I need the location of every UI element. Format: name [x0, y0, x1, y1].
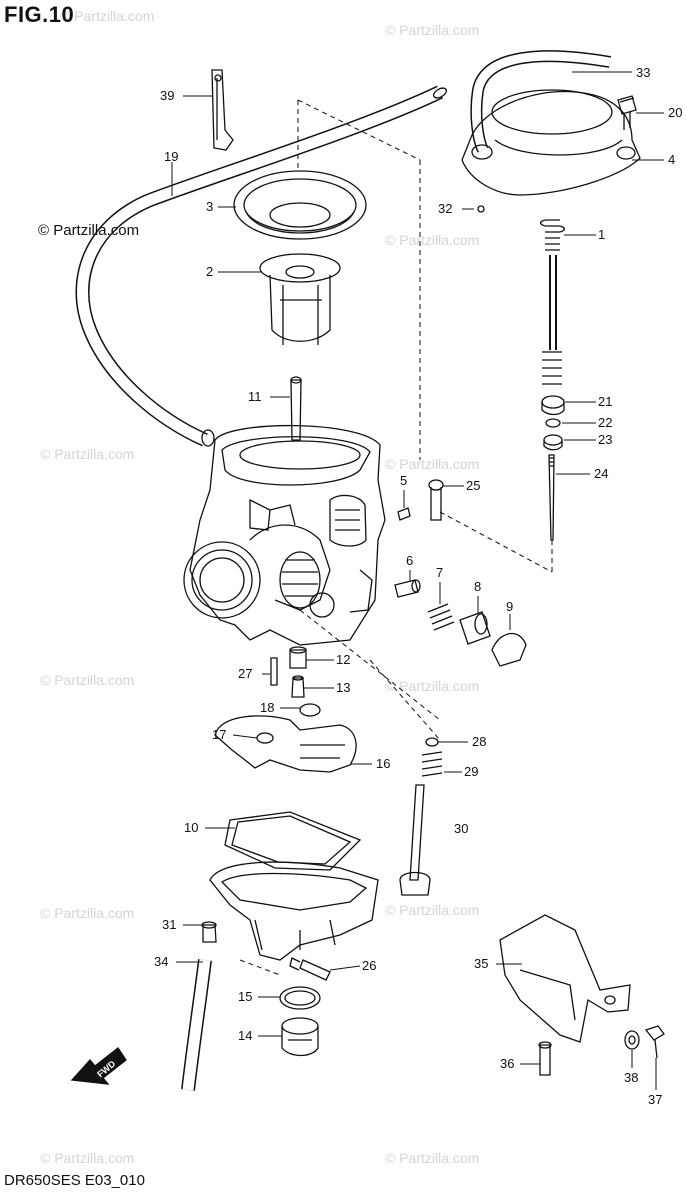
callout-36: 36 — [500, 1056, 515, 1071]
plug-14 — [281, 1017, 319, 1057]
callout-8: 8 — [474, 579, 482, 594]
callout-28: 28 — [472, 734, 487, 749]
jet-needle-24 — [548, 454, 555, 541]
carburetor-body — [183, 424, 386, 646]
drain-screw-26 — [289, 957, 331, 981]
callout-13: 13 — [336, 680, 351, 695]
breather-hose-33 — [470, 50, 612, 153]
bolt-36 — [538, 1041, 552, 1076]
callout-5: 5 — [400, 473, 408, 488]
callout-7: 7 — [436, 565, 444, 580]
watermark: © Partzilla.com — [40, 672, 135, 688]
pin-27 — [270, 657, 278, 686]
callout-15: 15 — [238, 989, 253, 1004]
callout-3: 3 — [206, 199, 214, 214]
callout-39: 39 — [160, 88, 175, 103]
callout-22: 22 — [598, 415, 613, 430]
callout-1: 1 — [598, 227, 606, 242]
float-chamber — [209, 861, 379, 961]
watermark: © Partzilla.com — [385, 1150, 480, 1166]
callout-2: 2 — [206, 264, 214, 279]
callout-9: 9 — [506, 599, 514, 614]
callout-14: 14 — [238, 1028, 253, 1043]
callout-17: 17 — [212, 727, 227, 742]
washer-22 — [545, 418, 561, 428]
callout-37: 37 — [648, 1092, 663, 1107]
watermark: © Partzilla.com — [385, 232, 480, 248]
drain-hose-34 — [181, 959, 212, 1091]
spring-6 — [394, 579, 421, 598]
figure-code: DR650SES E03_010 — [4, 1172, 145, 1189]
tube-11 — [290, 376, 302, 441]
callout-30: 30 — [454, 821, 469, 836]
oring-15 — [279, 986, 321, 1010]
callout-35: 35 — [474, 956, 489, 971]
watermark: © Partzilla.com — [385, 902, 480, 918]
spring-29 — [421, 751, 443, 777]
fwd-arrow-icon — [70, 1047, 127, 1085]
bolt-37 — [644, 1025, 665, 1059]
washer-38 — [624, 1030, 640, 1050]
washer-28 — [425, 737, 439, 747]
callout-25: 25 — [466, 478, 481, 493]
callout-10: 10 — [184, 820, 199, 835]
piston-valve-2 — [259, 253, 341, 345]
callout-6: 6 — [406, 553, 414, 568]
callout-32: 32 — [438, 201, 453, 216]
bracket-39 — [211, 69, 234, 151]
watermark: © Partzilla.com — [385, 456, 480, 472]
callout-33: 33 — [636, 65, 651, 80]
watermark: © Partzilla.com — [40, 1150, 135, 1166]
gasket-10 — [224, 811, 362, 871]
callout-21: 21 — [598, 394, 613, 409]
callout-18: 18 — [260, 700, 275, 715]
vent-hose-19 — [75, 85, 448, 447]
knob-9 — [491, 632, 527, 667]
callout-38: 38 — [624, 1070, 639, 1085]
watermark: © Partzilla.com — [40, 905, 135, 921]
callout-29: 29 — [464, 764, 479, 779]
callout-26: 26 — [362, 958, 377, 973]
jet-12 — [289, 646, 307, 669]
copyright-notice: © Partzilla.com — [38, 222, 140, 239]
callout-19: 19 — [164, 149, 179, 164]
bracket-35 — [499, 914, 631, 1043]
float-16 — [214, 715, 357, 773]
callout-23: 23 — [598, 432, 613, 447]
screw-8 — [459, 611, 491, 645]
washer-32 — [477, 205, 485, 213]
screw-5 — [397, 507, 411, 521]
screw-31 — [201, 921, 217, 943]
callout-27: 27 — [238, 666, 253, 681]
callout-24: 24 — [594, 466, 609, 481]
jet-13 — [291, 675, 305, 698]
needle-jet-30 — [399, 784, 431, 896]
callout-11: 11 — [248, 389, 262, 404]
callout-34: 34 — [154, 954, 169, 969]
spring-7 — [427, 603, 455, 631]
bolt-25 — [428, 479, 444, 521]
figure-title: FIG.10 — [4, 2, 75, 27]
spring-rod-1 — [539, 219, 566, 385]
watermark: © Partzilla.com — [40, 446, 135, 462]
callout-4: 4 — [668, 152, 676, 167]
oring-18 — [299, 703, 321, 717]
watermark: © Partzilla.com — [385, 22, 480, 38]
watermark: © Partzilla.com — [385, 678, 480, 694]
needle-holder-21 — [541, 395, 565, 416]
watermark: © Partzilla.com — [60, 8, 155, 24]
callout-31: 31 — [162, 917, 177, 932]
top-cap-4 — [461, 89, 641, 196]
callout-12: 12 — [336, 652, 351, 667]
screw-20 — [617, 95, 637, 130]
spacer-23 — [543, 434, 563, 451]
callout-16: 16 — [376, 756, 391, 771]
diaphragm-3 — [233, 170, 367, 240]
callout-20: 20 — [668, 105, 683, 120]
